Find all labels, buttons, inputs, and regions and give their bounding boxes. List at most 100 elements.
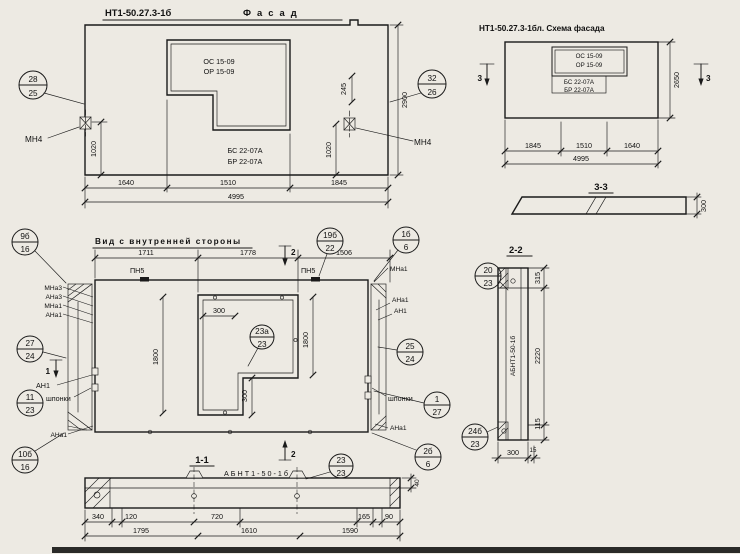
label-ana1-bottom-right: АНа1 xyxy=(374,423,407,432)
svg-text:АНа1: АНа1 xyxy=(46,312,63,319)
right-edge-profile xyxy=(370,283,387,431)
svg-text:1778: 1778 xyxy=(240,248,256,257)
anchor-detail-right: МН4 xyxy=(343,110,432,147)
svg-text:1610: 1610 xyxy=(241,526,257,535)
svg-text:2: 2 xyxy=(291,450,296,459)
svg-text:АН1: АН1 xyxy=(394,308,407,315)
dim-2900: 2900 xyxy=(389,21,409,179)
anchor-label: МН4 xyxy=(25,135,43,144)
svg-text:245: 245 xyxy=(339,83,348,95)
callout-28-25: 28 25 xyxy=(18,70,85,105)
svg-text:9б: 9б xyxy=(20,232,30,241)
svg-text:300: 300 xyxy=(213,306,225,315)
callout-23a-23: 23а 23 xyxy=(247,324,275,367)
svg-text:20: 20 xyxy=(483,266,493,275)
callout-25-24: 25 24 xyxy=(377,338,424,366)
svg-text:1506: 1506 xyxy=(336,248,352,257)
svg-text:АНа1: АНа1 xyxy=(392,297,409,304)
svg-text:23: 23 xyxy=(25,406,35,415)
dim-facade-bottom: 1640 1510 1845 4995 xyxy=(81,99,392,209)
window-block-mark: ОС 15-09 xyxy=(203,57,234,66)
svg-text:16: 16 xyxy=(20,463,30,472)
beam-mark-label: АБНТ1-50-1б xyxy=(509,336,517,377)
anchor-detail-left: МН4 xyxy=(25,109,92,144)
dim-1800-left: 1800 xyxy=(151,293,167,417)
inner-window-opening xyxy=(197,294,299,416)
section-title: 1-1 xyxy=(195,454,209,465)
svg-text:МНа3: МНа3 xyxy=(44,285,62,292)
left-edge-profile xyxy=(67,283,93,431)
facade-view: НТ1-50.27.3-1б Фасад ОС 15-09 ОР 15-09 Б… xyxy=(18,7,447,209)
section-2-2: 2-2 20 23 АБНТ1-50-1б xyxy=(461,244,550,464)
sill-block-mark: БР 22-07А xyxy=(564,87,595,94)
svg-text:1590: 1590 xyxy=(342,526,358,535)
svg-text:300: 300 xyxy=(699,200,708,212)
svg-text:11: 11 xyxy=(26,393,35,402)
svg-text:АНа1: АНа1 xyxy=(390,425,407,432)
facade-panel-outline xyxy=(84,19,389,176)
svg-text:1800: 1800 xyxy=(301,332,310,348)
svg-text:340: 340 xyxy=(92,512,104,521)
svg-text:1510: 1510 xyxy=(220,178,236,187)
callout-top: 32 xyxy=(427,74,437,83)
label-an1-left: АН1 xyxy=(36,374,93,390)
svg-text:22: 22 xyxy=(325,244,335,253)
svg-text:шпонки: шпонки xyxy=(46,394,71,403)
svg-text:1: 1 xyxy=(435,395,440,404)
svg-text:27: 27 xyxy=(25,339,35,348)
callout-27-24: 27 24 xyxy=(16,335,67,363)
callout-9b-16: 9б 16 xyxy=(11,228,67,284)
svg-text:АН1: АН1 xyxy=(36,381,50,390)
svg-text:1020: 1020 xyxy=(324,142,333,158)
callout-23-23: 23 23 xyxy=(305,453,354,480)
cut-mark-2-top: 2 xyxy=(278,245,296,266)
dim-300-step: 300 xyxy=(240,374,256,419)
label-keys-left: шпонки xyxy=(46,387,92,403)
facade-schema: НТ1-50.27.3-1бл. Схема фасада ОС 15-09 О… xyxy=(477,23,711,169)
sheet-frame-line xyxy=(52,547,740,553)
dim-2650: 2650 xyxy=(657,38,681,122)
callout-bottom: 25 xyxy=(28,89,38,98)
svg-text:25: 25 xyxy=(405,342,415,351)
svg-text:165: 165 xyxy=(358,512,370,521)
dim-1800-right: 1800 xyxy=(301,293,317,379)
window-block-mark: ОР 15-09 xyxy=(204,67,235,76)
section-body xyxy=(84,467,401,514)
schema-title: НТ1-50.27.3-1бл. Схема фасада xyxy=(479,23,605,33)
section-3-3: 3-3 300 xyxy=(510,181,708,219)
dim-row-main: 1795 1610 1590 xyxy=(81,526,404,540)
svg-text:120: 120 xyxy=(125,512,137,521)
key-slots-right xyxy=(364,375,372,400)
svg-text:115: 115 xyxy=(533,418,542,429)
svg-text:720: 720 xyxy=(211,512,223,521)
svg-text:2650: 2650 xyxy=(672,72,681,88)
svg-text:ПН5: ПН5 xyxy=(130,266,144,275)
svg-text:2б: 2б xyxy=(423,447,433,456)
facade-title: НТ1-50.27.3-1б Фасад xyxy=(102,7,343,21)
key-slots-left xyxy=(91,367,99,392)
callout-1-27: 1 27 xyxy=(373,390,451,419)
svg-text:1711: 1711 xyxy=(138,248,153,257)
anchor-label: МН4 xyxy=(414,138,432,147)
cut-mark-2-bottom: 2 xyxy=(278,440,296,461)
svg-text:40: 40 xyxy=(414,479,421,487)
callout-19b-22: 19б 22 xyxy=(316,227,344,277)
svg-text:23а: 23а xyxy=(255,327,269,336)
dim-1020-right: 1020 xyxy=(324,120,340,179)
callout-32-26: 32 26 xyxy=(389,69,447,103)
window-block-mark: ОС 15-09 xyxy=(576,53,603,60)
svg-text:27: 27 xyxy=(432,408,442,417)
svg-text:МНа1: МНа1 xyxy=(44,303,62,310)
svg-text:24б: 24б xyxy=(468,427,482,436)
facade-title-code: НТ1-50.27.3-1б xyxy=(105,7,171,18)
svg-text:23: 23 xyxy=(336,469,346,478)
dim-bottom: 300 15 xyxy=(491,441,541,464)
svg-text:315: 315 xyxy=(533,272,542,284)
svg-text:3: 3 xyxy=(706,74,711,83)
dim-inner-top: 1711 1778 1506 xyxy=(91,248,394,293)
dim-1020-left: 1020 xyxy=(89,118,108,179)
section-mark-3-left: 3 xyxy=(477,63,495,86)
svg-text:1800: 1800 xyxy=(151,349,160,365)
svg-text:1640: 1640 xyxy=(624,141,640,150)
